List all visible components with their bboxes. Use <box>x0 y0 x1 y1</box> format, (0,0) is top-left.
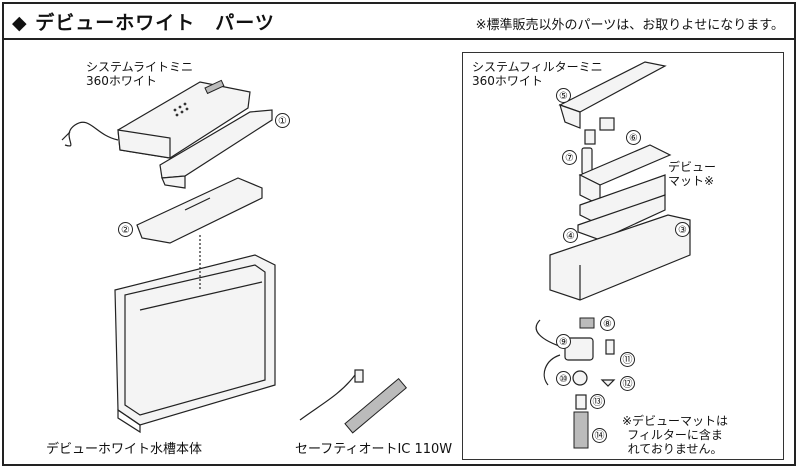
part-number-11: ⑪ <box>620 352 635 367</box>
mat-label: デビュー マット※ <box>668 160 716 188</box>
tank-drawing <box>114 235 276 434</box>
light-label-line1: システムライトミニ <box>86 60 194 74</box>
heater-drawing <box>299 369 408 434</box>
part-number-6: ⑥ <box>626 130 641 145</box>
footnote-line1: ※デビューマットは <box>622 414 729 428</box>
header-bar: ◆ デビューホワイト パーツ ※標準販売以外のパーツは、お取りよせになります。 <box>2 2 796 40</box>
part-number-4: ④ <box>563 228 578 243</box>
filter-panel <box>462 52 784 460</box>
pump-drawing <box>535 317 616 449</box>
glass-lid-drawing <box>136 177 263 244</box>
light-label: システムライトミニ 360ホワイト <box>86 60 193 88</box>
part-number-13: ⑬ <box>590 394 605 409</box>
part-number-2: ② <box>118 222 133 237</box>
mat-label-line2: マット※ <box>668 174 715 188</box>
part-number-5: ⑤ <box>556 88 571 103</box>
heater-caption: セーフティオートIC 110W <box>295 442 453 457</box>
tank-caption: デビューホワイト水槽本体 <box>46 442 203 457</box>
filter-media-drawing <box>577 144 672 241</box>
mat-footnote: ※デビューマットは フィルターに含ま れておりません。 <box>622 414 728 456</box>
filter-label-line2: 360ホワイト <box>472 74 543 88</box>
filter-label: システムフィルターミニ 360ホワイト <box>472 60 603 88</box>
footnote-line2: フィルターに含ま <box>627 428 723 442</box>
footnote-line3: れておりません。 <box>627 442 723 456</box>
filter-cover-drawing <box>558 61 667 129</box>
page-title: ◆ デビューホワイト パーツ <box>12 12 275 34</box>
part-number-7: ⑦ <box>562 150 577 165</box>
part-number-1: ① <box>275 113 290 128</box>
mat-label-line1: デビュー <box>668 160 717 174</box>
filter-small-parts <box>581 117 615 175</box>
order-note: ※標準販売以外のパーツは、お取りよせになります。 <box>475 18 784 33</box>
system-light-drawing <box>61 79 251 159</box>
part-number-12: ⑫ <box>620 376 635 391</box>
part-number-10: ⑩ <box>556 371 571 386</box>
part-number-14: ⑭ <box>592 428 607 443</box>
part-number-8: ⑧ <box>600 316 615 331</box>
filter-box-drawing <box>549 214 691 301</box>
part-number-9: ⑨ <box>556 334 571 349</box>
light-cover-drawing <box>159 109 273 189</box>
light-label-line2: 360ホワイト <box>86 74 157 88</box>
part-number-3: ③ <box>675 222 690 237</box>
page-frame <box>2 2 796 466</box>
filter-label-line1: システムフィルターミニ <box>472 60 603 74</box>
